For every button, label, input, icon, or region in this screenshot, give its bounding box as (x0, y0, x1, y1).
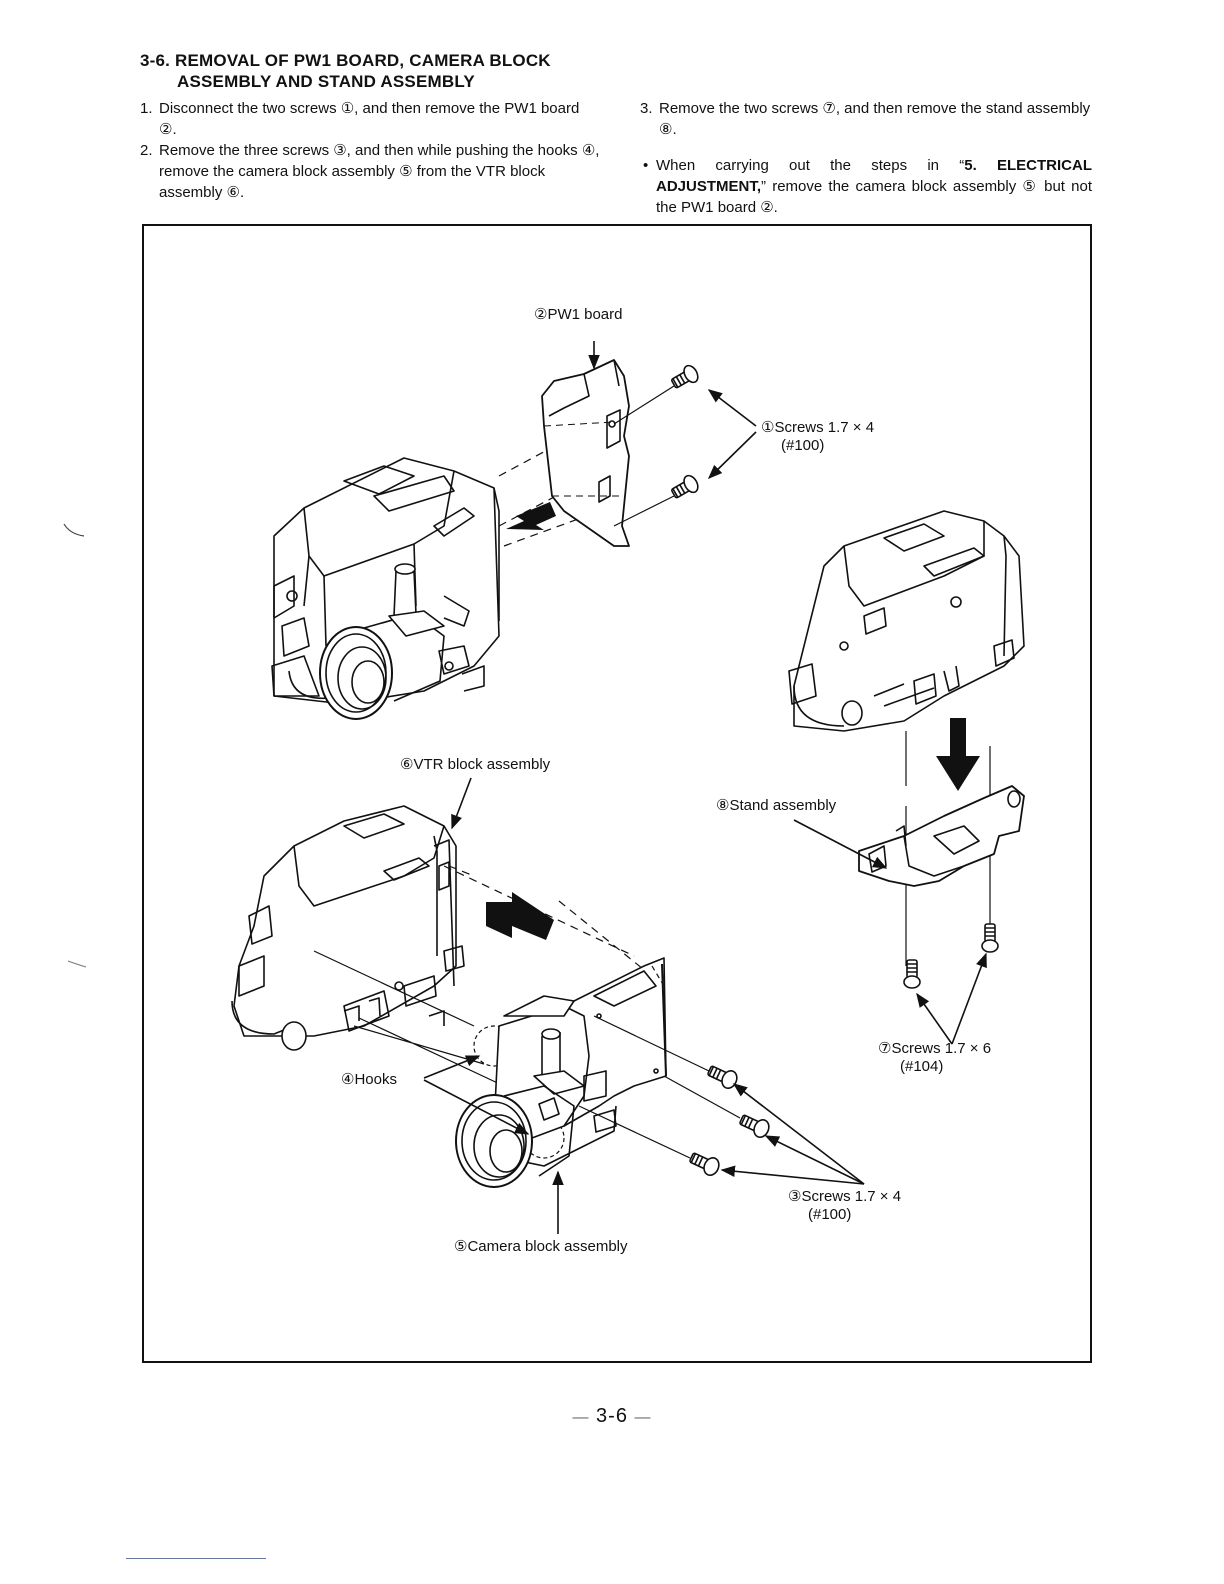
screws-3-arrow-top (732, 1083, 865, 1185)
section-heading-line1: 3-6. REMOVAL OF PW1 BOARD, CAMERA BLOCK (140, 51, 551, 70)
step-1-text: Disconnect the two screws ①, and then re… (159, 100, 580, 138)
label-screws-7-line2: (#104) (900, 1058, 944, 1075)
screws-3-arrow-middle (764, 1135, 865, 1185)
label-screws-1-line2: (#100) (781, 437, 825, 454)
screws-3-arrow-bottom (720, 1165, 865, 1185)
step-1: 1. Disconnect the two screws ①, and then… (140, 98, 600, 140)
note-text-bold: 5. ELECTRICAL ADJUSTMENT, (656, 157, 1092, 195)
screws-7-arrow-left (916, 992, 953, 1045)
scan-mark-2 (67, 960, 87, 968)
label-stand-assembly: ⑧Stand assembly (716, 797, 837, 814)
screws-7-arrow-right (951, 952, 987, 1045)
exploded-diagram (231, 341, 1025, 1234)
section-heading: 3-6. REMOVAL OF PW1 BOARD, CAMERA BLOCK … (140, 50, 610, 92)
label-screws-3-line1: ③Screws 1.7 × 4 (788, 1188, 902, 1205)
page-dash-right: — (634, 1409, 652, 1426)
label-pw1-board: ②PW1 board (534, 306, 623, 323)
step-3-text: Remove the two screws ⑦, and then remove… (659, 100, 1091, 138)
label-camera-block: ⑤Camera block assembly (454, 1238, 628, 1255)
page-number-text: 3-6 (596, 1405, 628, 1427)
label-screws-1-line1: ①Screws 1.7 × 4 (761, 419, 875, 436)
instructions-left-column: 1. Disconnect the two screws ①, and then… (140, 98, 600, 203)
stand-assembly-drawing (858, 785, 1025, 887)
step-3: 3. Remove the two screws ⑦, and then rem… (640, 98, 1092, 140)
screws-1-drawing (613, 364, 699, 527)
lower-vtr-block-drawing (231, 805, 465, 1051)
camera-alignment-lines (313, 950, 505, 1087)
step-3-number: 3. (640, 100, 653, 117)
upper-vtr-camera-drawing (271, 457, 500, 720)
note-text-pre: When carrying out the steps in “ (656, 157, 965, 174)
label-vtr-block: ⑥VTR block assembly (400, 756, 551, 773)
right-vtr-block-drawing (788, 510, 1025, 732)
step-2-number: 2. (140, 142, 153, 159)
adjustment-note: • When carrying out the steps in “5. ELE… (640, 155, 1092, 218)
label-screws-3-line2: (#100) (808, 1206, 852, 1223)
step-1-number: 1. (140, 100, 153, 117)
screws-1-arrow-lower (707, 431, 757, 480)
instructions-right-column: 3. Remove the two screws ⑦, and then rem… (640, 98, 1092, 233)
page-number: — 3-6 — (560, 1405, 664, 1428)
vtr-block-arrow (451, 777, 472, 830)
screws-1-arrow-upper (707, 389, 757, 427)
label-screws-7-line1: ⑦Screws 1.7 × 6 (878, 1040, 992, 1057)
exploded-diagram-frame: ②PW1 board ①Screws 1.7 × 4 (#100) ⑥VTR b… (142, 224, 1092, 1363)
label-hooks: ④Hooks (341, 1071, 397, 1088)
scan-mark-1 (63, 523, 85, 537)
section-heading-line2: ASSEMBLY AND STAND ASSEMBLY (177, 72, 475, 91)
note-bullet: • (643, 157, 649, 174)
pw1-push-arrow (506, 502, 556, 530)
step-2-text: Remove the three screws ③, and then whil… (159, 142, 600, 201)
page-dash-left: — (572, 1409, 590, 1426)
note-text-post: ” remove the camera block assembly ⑤ but… (656, 178, 1092, 216)
stand-assembly-arrow (793, 819, 888, 869)
hooks-arrow-lower (423, 1079, 530, 1135)
camera-board-edge-dash (651, 965, 665, 987)
screws-7-drawing (903, 923, 999, 989)
camera-block-drawing (455, 957, 667, 1188)
pw1-board-drawing (541, 359, 630, 547)
bottom-rule (126, 1558, 266, 1559)
camera-pull-arrow (486, 892, 554, 940)
step-2: 2. Remove the three screws ③, and then w… (140, 140, 600, 203)
screws-3-drawing (578, 1015, 770, 1177)
hooks-arrow-upper (423, 1055, 481, 1079)
stand-down-arrow (936, 718, 980, 791)
